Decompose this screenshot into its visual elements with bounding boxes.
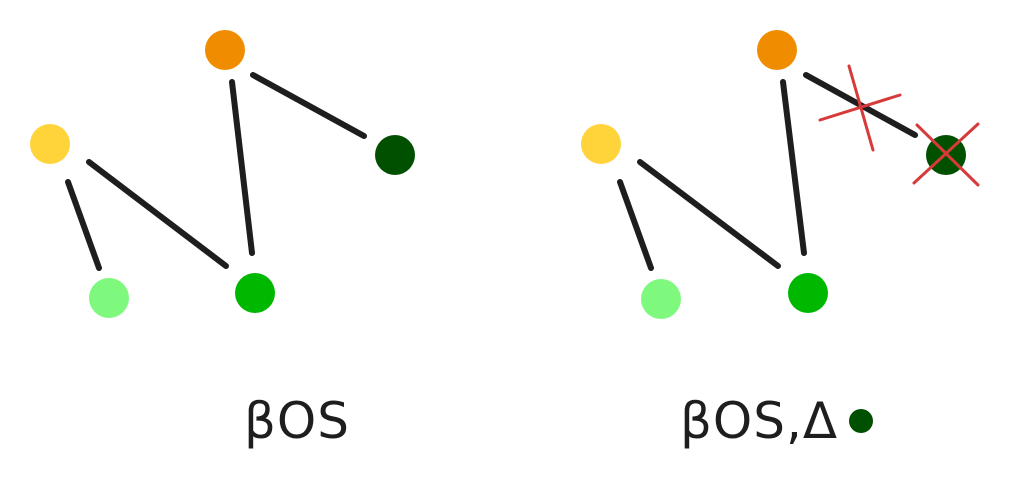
left-edge-yellow-light-green bbox=[65, 179, 102, 271]
right-edge-yellow-light-green bbox=[617, 179, 654, 271]
left-caption: βOS bbox=[244, 392, 350, 450]
right-edge-orange-green bbox=[780, 79, 807, 256]
right-caption: βOS,Δ bbox=[680, 392, 838, 450]
edge-removal-cross-mark bbox=[818, 64, 902, 152]
left-node-green bbox=[235, 273, 275, 313]
left-node-orange bbox=[205, 30, 245, 70]
left-graph: βOS bbox=[30, 30, 415, 450]
node-removal-cross-mark bbox=[912, 122, 980, 187]
right-node-light-green bbox=[641, 279, 681, 319]
left-node-yellow bbox=[30, 124, 70, 164]
right-node-green bbox=[788, 273, 828, 313]
right-edge-yellow-green bbox=[637, 159, 781, 269]
right-caption-dark-green-dot bbox=[849, 409, 873, 433]
left-edge-yellow-green bbox=[86, 159, 229, 269]
left-edge-orange-green bbox=[229, 79, 255, 256]
left-edge-orange-dark-green bbox=[250, 72, 367, 139]
left-node-dark-green bbox=[375, 135, 415, 175]
right-node-orange bbox=[757, 30, 797, 70]
right-graph: βOS,Δ bbox=[581, 30, 980, 450]
right-node-yellow bbox=[581, 124, 621, 164]
left-node-light-green bbox=[89, 278, 129, 318]
